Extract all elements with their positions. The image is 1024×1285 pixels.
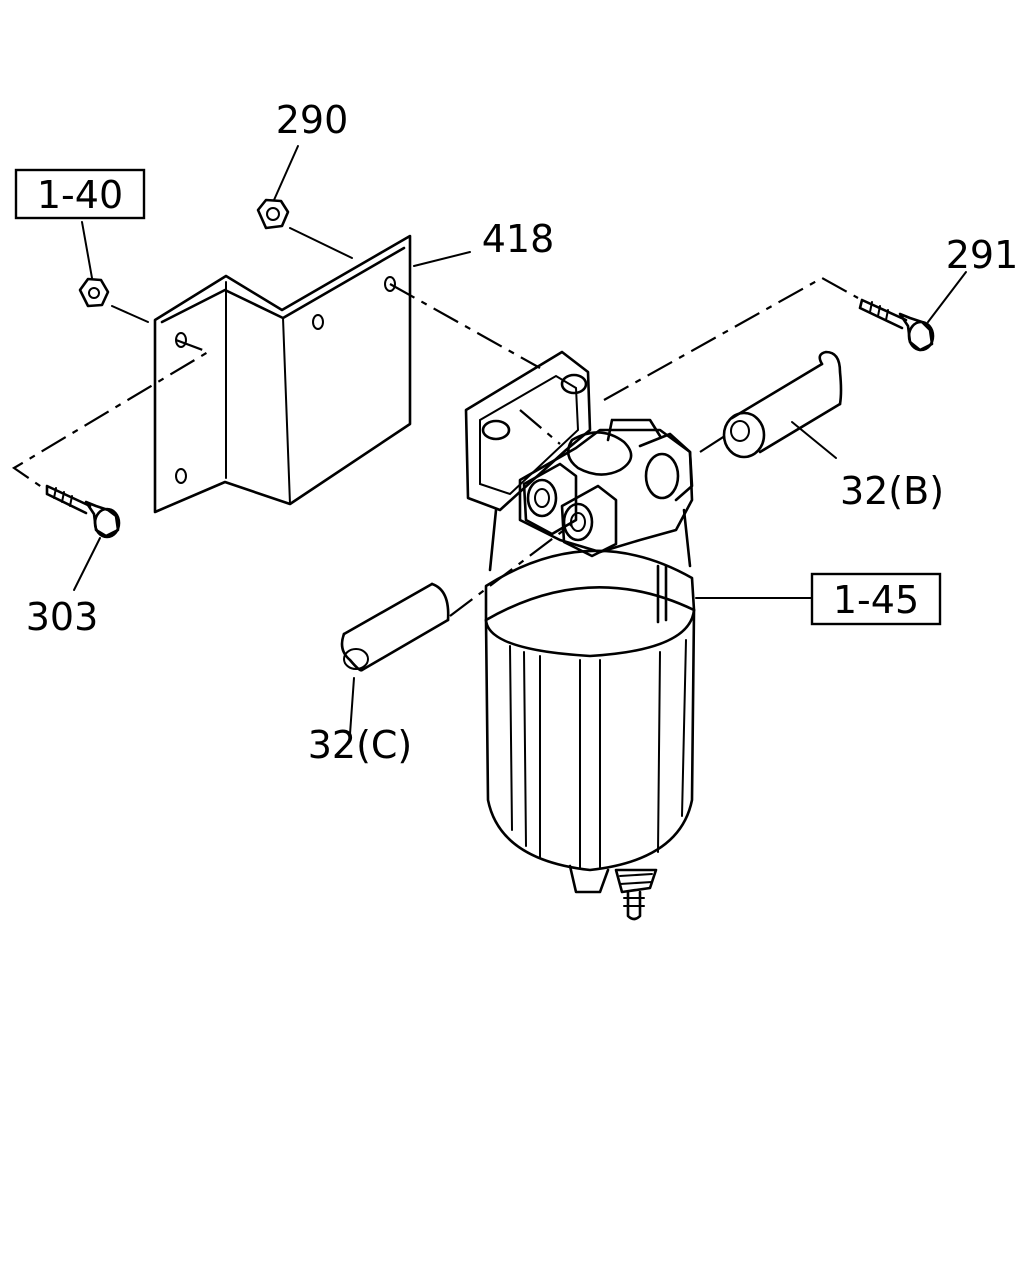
mounting-bracket xyxy=(153,234,412,514)
hose-32c xyxy=(340,582,450,672)
nut-290 xyxy=(256,198,290,230)
bolt-291 xyxy=(858,298,935,352)
ref-box-1-45[interactable]: 1-45 xyxy=(810,572,942,626)
part-label-291: 291 xyxy=(946,233,1019,277)
leader-lines xyxy=(73,145,967,735)
part-label-303: 303 xyxy=(26,595,99,639)
part-label-32c: 32(C) xyxy=(308,723,413,767)
bolt-303 xyxy=(45,484,121,539)
nut-1-40 xyxy=(78,277,110,308)
hose-32b xyxy=(722,350,843,459)
fuel-filter-assembly xyxy=(464,350,696,921)
ref-label-1-40: 1-40 xyxy=(37,173,123,217)
part-label-290: 290 xyxy=(276,98,349,142)
ref-box-1-40[interactable]: 1-40 xyxy=(14,168,146,220)
ref-label-1-45: 1-45 xyxy=(833,578,919,622)
part-label-32b: 32(B) xyxy=(840,469,944,513)
assembly-lines xyxy=(11,276,859,617)
part-label-418: 418 xyxy=(482,217,555,261)
